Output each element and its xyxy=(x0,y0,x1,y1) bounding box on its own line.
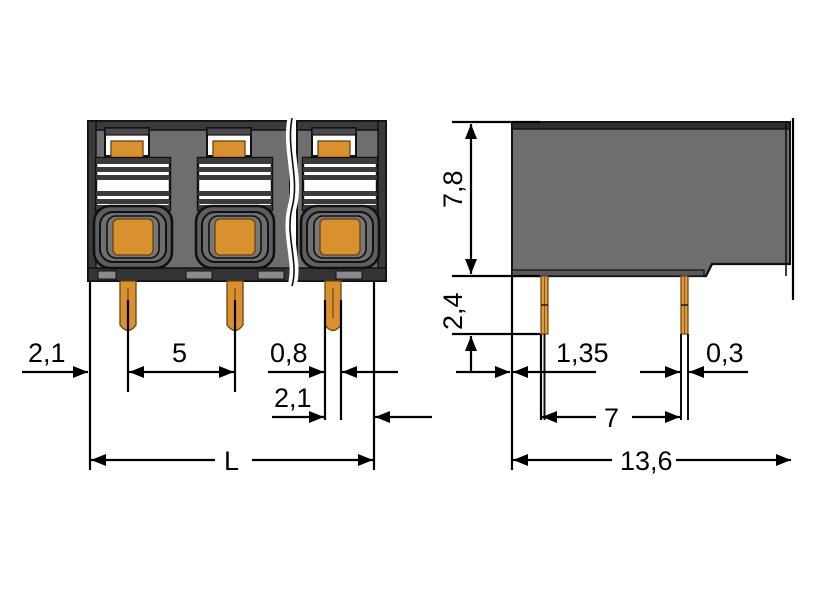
wire-entry-3[interactable] xyxy=(299,204,381,270)
dim-2-4: 2,4 xyxy=(438,292,477,372)
push-lever-2[interactable] xyxy=(196,156,274,212)
dim-label-7: 7 xyxy=(604,403,619,433)
dim-label-2-4: 2,4 xyxy=(438,292,468,330)
break-line xyxy=(285,117,299,288)
dim-13-6: 13,6 xyxy=(513,446,791,476)
front-dimensions: 2,1 5 0,8 2,1 L xyxy=(22,281,432,476)
dim-label-0-8: 0,8 xyxy=(270,338,308,368)
dim-7-8: 7,8 xyxy=(438,124,477,274)
dim-2-1-lower: 2,1 xyxy=(272,383,432,423)
push-lever-3[interactable] xyxy=(301,156,379,212)
pole-1 xyxy=(92,127,174,332)
dim-label-1-35: 1,35 xyxy=(556,338,609,368)
side-pin-1 xyxy=(540,275,549,420)
push-lever-1[interactable] xyxy=(94,156,172,212)
dim-7: 7 xyxy=(542,403,680,433)
dim-5: 5 xyxy=(129,338,234,378)
dim-label-L: L xyxy=(224,446,239,476)
dim-L: L xyxy=(91,446,373,476)
side-view xyxy=(511,118,795,420)
dim-label-2-1-left: 2,1 xyxy=(28,338,66,368)
dim-label-5: 5 xyxy=(172,338,187,368)
dim-1-35: 1,35 xyxy=(513,338,609,378)
front-view xyxy=(87,117,387,332)
solder-pin-3 xyxy=(324,280,342,332)
lever-tab-orange-1 xyxy=(110,140,144,160)
wire-entry-1[interactable] xyxy=(92,204,174,270)
dim-0-3: 0,3 xyxy=(640,338,748,378)
dim-label-2-1-lower: 2,1 xyxy=(274,383,312,413)
lever-tab-orange-2 xyxy=(212,140,246,160)
pole-3 xyxy=(299,127,381,332)
side-dimensions: 7,8 2,4 1,35 0,3 7 xyxy=(438,120,791,476)
dim-0-8: 0,8 xyxy=(268,338,398,378)
side-pin-2 xyxy=(680,275,689,420)
dim-label-0-3: 0,3 xyxy=(706,338,744,368)
dim-2-1-left: 2,1 xyxy=(22,338,88,378)
lever-tab-orange-3 xyxy=(317,140,351,160)
dim-label-13-6: 13,6 xyxy=(620,446,673,476)
dim-label-7-8: 7,8 xyxy=(438,170,468,208)
wire-entry-2[interactable] xyxy=(194,204,276,270)
side-housing xyxy=(511,121,791,277)
pole-2 xyxy=(194,127,276,332)
